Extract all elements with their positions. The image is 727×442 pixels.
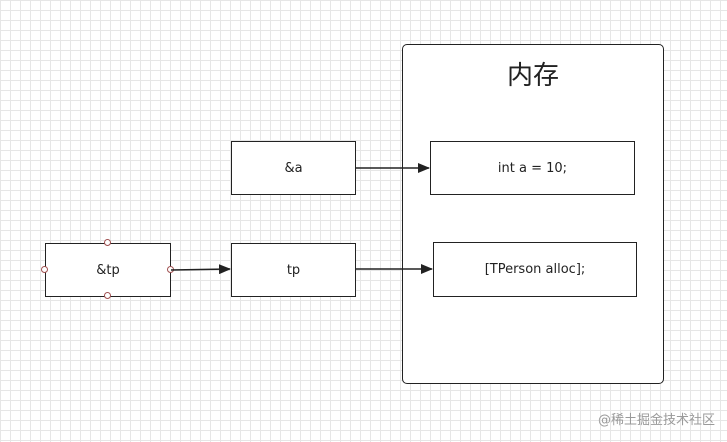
ref-a-box[interactable]: &a xyxy=(231,141,356,195)
selection-handle-top[interactable] xyxy=(104,239,111,246)
ref-a-label: &a xyxy=(284,160,303,176)
ref-tp-label: &tp xyxy=(96,262,120,278)
ref-tp-box[interactable]: &tp xyxy=(45,243,171,297)
selection-handle-right[interactable] xyxy=(167,266,174,273)
tperson-alloc-box[interactable]: [TPerson alloc]; xyxy=(433,242,637,297)
watermark: @稀土掘金技术社区 xyxy=(597,413,715,428)
selection-handle-bottom[interactable] xyxy=(104,292,111,299)
arrow-ref-tp-to-tp[interactable] xyxy=(170,264,231,275)
selection-handle-left[interactable] xyxy=(41,266,48,273)
tperson-alloc-label: [TPerson alloc]; xyxy=(484,262,586,277)
tp-label: tp xyxy=(286,262,301,278)
memory-title: 内存 xyxy=(506,61,559,91)
memory-container: 内存 xyxy=(402,44,664,384)
int-a-box[interactable]: int a = 10; xyxy=(430,141,635,195)
tp-box[interactable]: tp xyxy=(231,243,356,297)
int-a-label: int a = 10; xyxy=(497,160,568,176)
